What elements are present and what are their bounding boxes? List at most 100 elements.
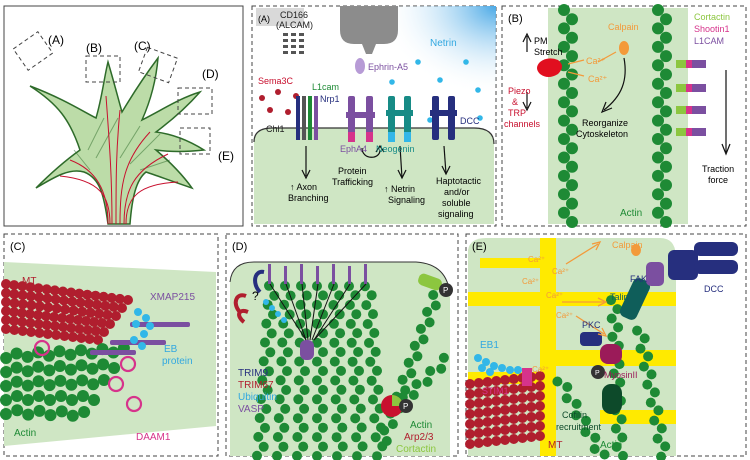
actin-bead — [415, 323, 426, 334]
chl1-nrp1-receptors — [296, 96, 318, 140]
actin-bead — [418, 334, 429, 345]
actin-bead — [53, 360, 66, 372]
actin-bead — [652, 77, 664, 90]
actin-bead — [656, 451, 667, 460]
actin-bead — [295, 299, 306, 310]
overview-label-b: (B) — [86, 41, 102, 55]
actin-bead — [660, 68, 672, 81]
actin-bead — [34, 292, 45, 303]
actin-bead — [33, 404, 46, 417]
actin-bead — [500, 435, 510, 445]
actin-bead — [41, 284, 52, 295]
actin-bead — [652, 433, 663, 444]
haptotactic-label-4: signaling — [438, 209, 474, 219]
actin-bead — [42, 293, 53, 304]
actin-bead — [76, 374, 89, 387]
actin-bead — [660, 87, 672, 99]
actin-bead — [346, 337, 357, 348]
calpain-e — [631, 244, 641, 256]
actin-bead — [465, 429, 475, 439]
actin-bead — [361, 300, 372, 311]
calpain-protein — [619, 41, 629, 55]
actin-bead — [42, 329, 53, 339]
daam1-label: DAAM1 — [136, 432, 171, 443]
actin-bead — [653, 405, 664, 416]
eb-label-2: protein — [162, 356, 193, 367]
actin-bead — [354, 365, 364, 376]
actin-bead — [508, 424, 519, 434]
actin-bead — [558, 22, 570, 35]
actin-bead — [571, 410, 581, 421]
actin-bead — [473, 408, 484, 418]
cd166-label: CD166 — [280, 10, 308, 20]
actin-bead — [355, 403, 366, 414]
actin-bead — [97, 358, 110, 371]
actin-bead — [266, 328, 277, 339]
panel-e-actin-label: Actin — [600, 440, 622, 451]
actin-bead — [17, 290, 28, 301]
actin-bead — [351, 309, 362, 320]
actin-bead — [526, 412, 537, 422]
panel-b-arrows — [522, 32, 731, 156]
actin-bead — [88, 394, 100, 406]
actin-bead — [260, 422, 270, 433]
actin-bead — [264, 366, 274, 377]
l1cam-label-b: L1CAM — [694, 36, 724, 46]
actin-bead — [93, 335, 103, 345]
ca-e-4: Ca²⁺ — [546, 291, 563, 300]
xmap215-proteins — [90, 322, 190, 355]
stim1-protein — [522, 368, 532, 386]
actin-bead — [357, 441, 368, 452]
actin-bead — [599, 449, 610, 460]
panel-a-arrows — [301, 144, 451, 180]
actin-bead — [356, 422, 367, 433]
actin-bead — [283, 328, 294, 339]
actin-bead — [613, 322, 624, 333]
actin-bead — [280, 403, 291, 414]
actin-bead — [369, 328, 380, 338]
actin-bead — [656, 423, 667, 434]
actin-bead — [64, 363, 77, 376]
actin-bead — [294, 356, 305, 367]
cofilin-label-2: recruitment — [556, 422, 602, 432]
actin-bead — [269, 290, 280, 301]
neogenin-label: Neogenin — [376, 144, 415, 154]
actin-bead — [379, 425, 390, 436]
panel-c-actin — [0, 342, 130, 422]
arp23-label: Arp2/3 — [404, 432, 434, 443]
actin-bead — [403, 357, 414, 368]
actin-bead — [273, 413, 284, 424]
actin-bead — [465, 439, 475, 449]
actin-bead — [44, 409, 57, 422]
panel-d-membrane — [229, 261, 451, 297]
actin-bead — [82, 289, 93, 300]
actin-bead — [108, 301, 119, 312]
actin-bead — [43, 302, 54, 313]
actin-bead — [84, 334, 95, 344]
actin-bead — [25, 282, 36, 293]
actin-bead — [253, 431, 264, 442]
actin-bead — [508, 434, 519, 444]
protein-trafficking-label-1: Protein — [338, 166, 367, 176]
actin-bead — [332, 451, 342, 460]
overview-label-a: (A) — [48, 33, 64, 47]
actin-bead — [83, 298, 94, 309]
actin-bead — [312, 451, 322, 460]
actin-bead — [10, 347, 23, 360]
shootin1-label: Shootin1 — [694, 24, 730, 34]
actin-bead — [0, 366, 13, 378]
actin-bead — [351, 432, 362, 443]
actin-bead — [331, 413, 342, 424]
actin-bead — [77, 390, 89, 402]
overview-panel: (A) (B) (C) (D) (E) — [3, 5, 244, 227]
actin-bead — [635, 343, 646, 354]
actin-bead — [301, 309, 312, 320]
sema3c-label: Sema3C — [258, 76, 294, 86]
actin-bead — [368, 309, 378, 320]
actin-bead — [73, 315, 83, 325]
overview-label-d: (D) — [202, 67, 219, 81]
actin-bead — [368, 394, 378, 405]
actin-bead — [17, 308, 27, 318]
actin-bead — [558, 169, 570, 182]
vasp-connectors — [269, 283, 367, 341]
